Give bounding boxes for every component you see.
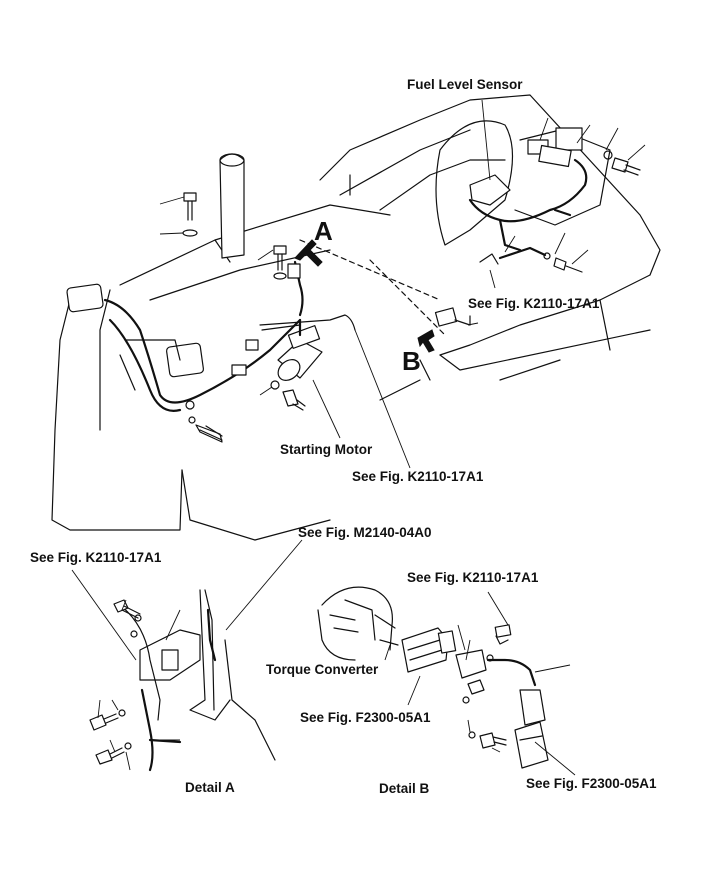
bolt-set-upper-left	[159, 192, 287, 280]
label-ref-f2300-right: See Fig. F2300-05A1	[526, 776, 657, 791]
label-ref-k2110-upper-right: See Fig. K2110-17A1	[468, 296, 600, 311]
label-ref-f2300-center: See Fig. F2300-05A1	[300, 710, 431, 725]
detail-b-drawing	[317, 586, 576, 776]
label-fuel-level-sensor: Fuel Level Sensor	[407, 77, 523, 92]
label-view-a: A	[314, 216, 333, 246]
label-ref-m2140: See Fig. M2140-04A0	[298, 525, 432, 540]
label-ref-k2110-detail-b: See Fig. K2110-17A1	[407, 570, 539, 585]
harness-left	[66, 283, 302, 443]
label-detail-b: Detail B	[379, 781, 430, 796]
detail-a-drawing	[71, 539, 303, 772]
main-leaders	[354, 329, 411, 469]
machine-body-outline	[51, 94, 661, 541]
label-torque-converter: Torque Converter	[266, 662, 379, 677]
starting-motor-part	[259, 314, 356, 439]
label-detail-a: Detail A	[185, 780, 235, 795]
fuel-level-sensor-part	[468, 99, 646, 289]
label-view-b: B	[402, 346, 421, 376]
view-arrow-a	[287, 239, 323, 317]
label-ref-k2110-left: See Fig. K2110-17A1	[30, 550, 162, 565]
label-starting-motor: Starting Motor	[280, 442, 373, 457]
view-arrow-b	[417, 307, 479, 353]
label-ref-k2110-center: See Fig. K2110-17A1	[352, 469, 484, 484]
